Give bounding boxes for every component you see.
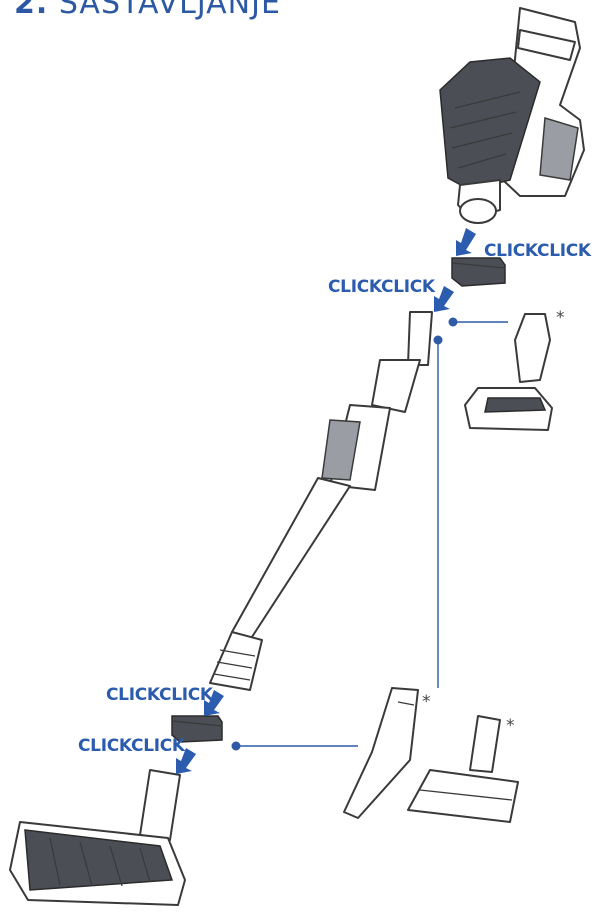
- floor-adapter-ring: [171, 715, 223, 743]
- step-title: SASTAVLJANJE: [58, 0, 281, 21]
- arrow-icon: [456, 228, 476, 256]
- assembly-arrows: [176, 228, 476, 774]
- click-label: CLICKCLICK: [328, 277, 435, 297]
- optional-marker: *: [556, 308, 565, 328]
- upholstery-tool: [407, 715, 519, 823]
- click-label: CLICKCLICK: [78, 736, 185, 756]
- optional-marker: *: [506, 716, 515, 736]
- crevice-tool: [343, 687, 419, 819]
- page-title: 2. SASTAVLJANJE: [14, 0, 281, 21]
- connector-lines: [231, 317, 508, 751]
- main-tube: [209, 311, 433, 691]
- mini-motor-brush: [464, 313, 553, 431]
- arrow-icon: [176, 748, 196, 774]
- step-number: 2.: [14, 0, 49, 21]
- arrow-icon: [204, 690, 224, 716]
- handheld-motor-unit: [439, 7, 585, 224]
- optional-marker: *: [422, 692, 431, 712]
- arrow-icon: [434, 286, 454, 312]
- floor-nozzle: [9, 769, 186, 906]
- click-label: CLICKCLICK: [484, 241, 591, 261]
- click-label: CLICKCLICK: [106, 685, 213, 705]
- adapter-ring: [451, 257, 506, 287]
